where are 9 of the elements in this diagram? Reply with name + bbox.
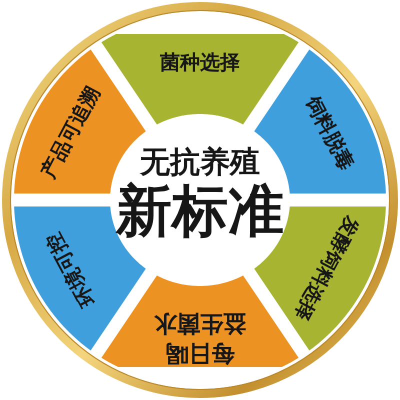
segment-label: 产品可追溯 [38, 83, 102, 181]
segment-label: 菌种选择 [160, 52, 240, 72]
subheading-text: 无抗养殖 [140, 148, 260, 178]
segment-label: 发酵饲料选择 [290, 213, 362, 323]
heading-text: 新标准 [116, 184, 284, 240]
segment-label: 每日喝益生菌水 [153, 309, 247, 367]
segment-label: 饲料脱毒 [302, 92, 358, 174]
ring-segment [101, 34, 299, 125]
segment-label: 环境可控 [42, 230, 98, 310]
